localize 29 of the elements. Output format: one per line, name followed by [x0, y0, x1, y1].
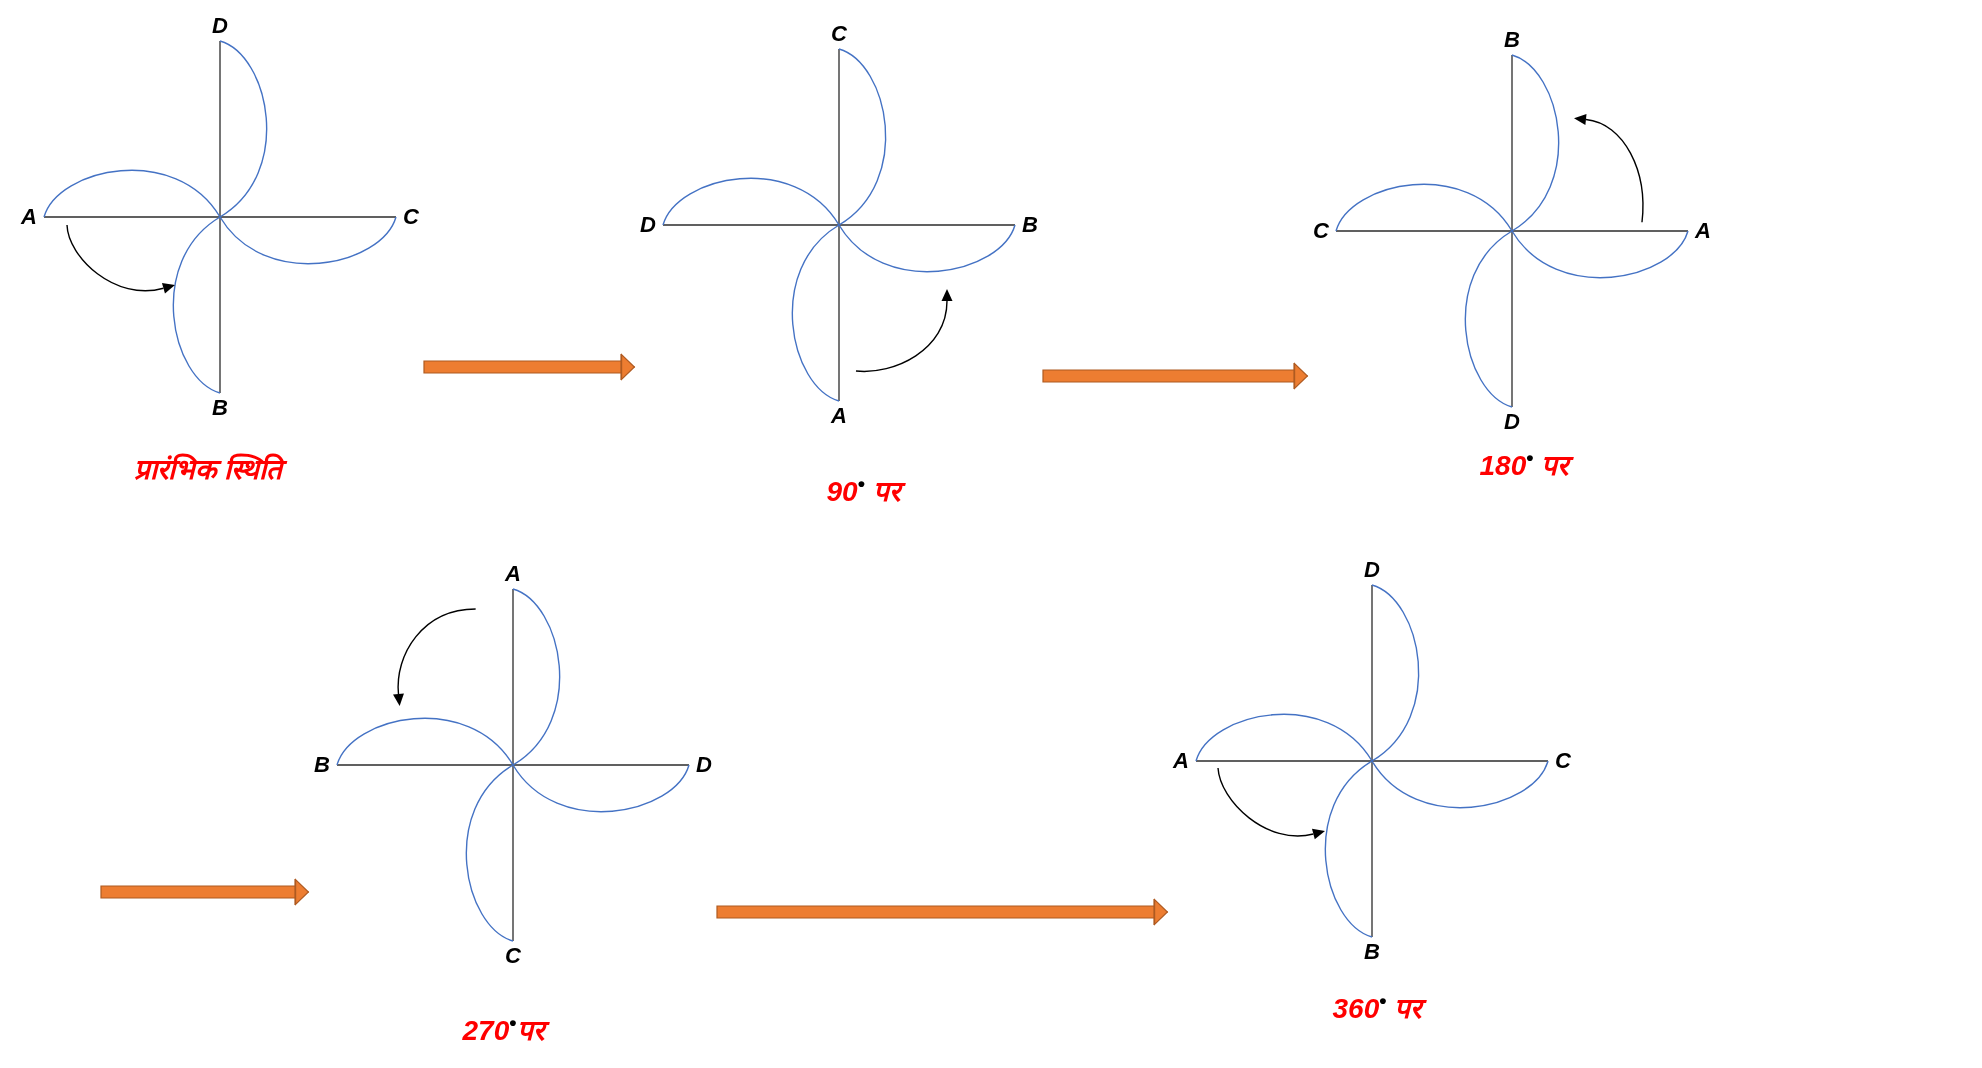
point-label: D — [695, 754, 713, 776]
stage-caption: 90$^{•}$ पर — [820, 464, 906, 518]
point-label: A — [1693, 220, 1712, 242]
arrow — [100, 878, 310, 906]
point-label: A — [503, 563, 522, 585]
point-label: B — [211, 397, 229, 419]
point-label: D — [1503, 411, 1521, 433]
point-label: D — [211, 15, 229, 37]
stage-caption: प्रारंभिक स्थिति — [127, 442, 289, 496]
point-label: D — [639, 214, 657, 236]
point-label: B — [1363, 941, 1381, 963]
stage-caption: 180$^{•}$ पर — [1473, 438, 1575, 492]
arrow — [716, 898, 1169, 926]
arrow — [423, 353, 636, 381]
point-label: B — [1021, 214, 1039, 236]
point-label: C — [830, 23, 848, 45]
point-label: B — [313, 754, 331, 776]
point-label: C — [402, 206, 420, 228]
point-label: B — [1503, 29, 1521, 51]
point-label: C — [504, 945, 522, 967]
point-label: C — [1554, 750, 1572, 772]
arrow — [1042, 362, 1309, 390]
point-label: A — [19, 206, 38, 228]
point-label: D — [1363, 559, 1381, 581]
stage-caption: 360$^{•}$ पर — [1326, 981, 1428, 1035]
point-label: A — [829, 405, 848, 427]
point-label: A — [1171, 750, 1190, 772]
stage-caption: 270$^{•}$पर — [456, 1003, 550, 1057]
point-label: C — [1312, 220, 1330, 242]
